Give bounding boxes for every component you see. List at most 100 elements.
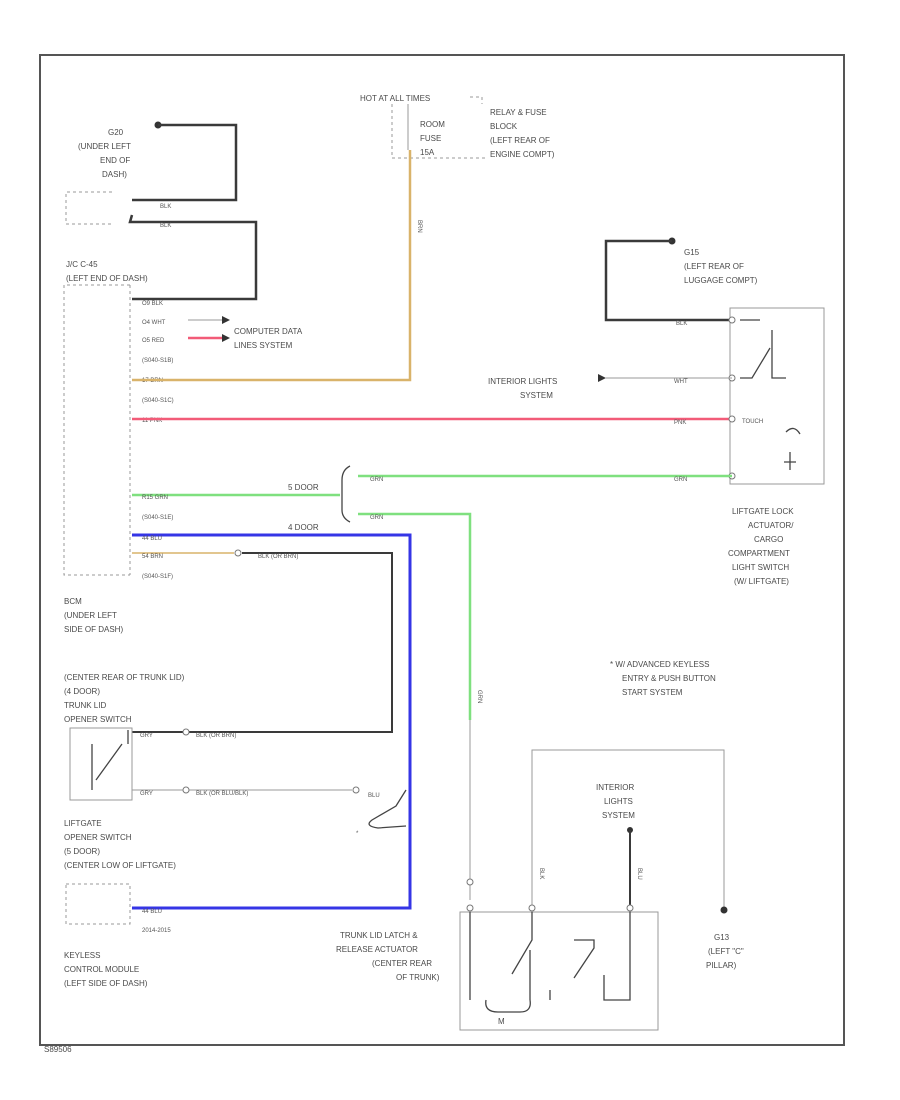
ground-g15: G15 (LEFT REAR OF LUGGAGE COMPT) BLK (604, 237, 758, 327)
relay-block-line-3: (LEFT REAR OF (490, 136, 550, 145)
interior-lights-right: WHT INTERIOR LIGHTS SYSTEM (488, 374, 732, 400)
wire-blk-bcm (132, 552, 393, 733)
fuse-label-line-3: 15A (420, 148, 435, 157)
wire-g20-ground (132, 123, 238, 202)
wire-label-d1: (S040-S1B) (142, 358, 173, 364)
liftgate-lock-line-4: COMPARTMENT (728, 549, 790, 558)
interior-lights-bottom-line-3: SYSTEM (602, 811, 635, 820)
trunk-actuator-motor: M (498, 1017, 505, 1026)
wire-g15-ground (604, 239, 732, 322)
wire-label-pink-right: PNK (674, 420, 686, 426)
junction-connector-c45: J/C C-45 (LEFT END OF DASH) O9 BLK O4 WH… (63, 260, 174, 576)
bcm-line-3: SIDE OF DASH) (64, 625, 123, 634)
note-line-1: * W/ ADVANCED KEYLESS (610, 660, 709, 669)
g13-line-3: PILLAR) (706, 961, 737, 970)
trunk-actuator-line-3: (CENTER REAR (372, 959, 432, 968)
wire-label-blu-small: BLU (368, 793, 380, 799)
trunk-switch-line-1: (CENTER REAR OF TRUNK LID) (64, 673, 185, 682)
wire-g20-to-jc (128, 214, 258, 301)
liftgate-lock-box (729, 307, 825, 485)
wire-label-d3: (S040-S1E) (142, 515, 173, 521)
wire-label-lift-gry: GRY (140, 791, 153, 797)
keyless-line-1: KEYLESS (64, 951, 100, 960)
svg-text:*: * (356, 831, 359, 837)
g13-line-1: G13 (714, 933, 730, 942)
jc-line-1: J/C C-45 (66, 260, 98, 269)
trunk-switch-line-4: OPENER SWITCH (64, 715, 132, 724)
wire-label-g15-blk: BLK (676, 321, 687, 327)
green-wires: R15 GRN 5 DOOR 4 DOOR GRN GRN GRN GRN (132, 465, 732, 900)
wire-label-grn-v: GRN (476, 690, 482, 703)
wire-label-trunk-gry: GRY (140, 733, 153, 739)
wire-label-lift-blk: BLK (OR BLU/BLK) (196, 791, 248, 797)
g20-line-1: G20 (108, 128, 124, 137)
note-line-3: START SYSTEM (622, 688, 683, 697)
wire-label-trunk-blk: BLK (OR BRN) (196, 733, 236, 739)
wire-brn-fuse (132, 150, 412, 382)
door-4-label: 4 DOOR (288, 523, 319, 532)
liftgate-lock-actuator: TOUCH LIFTGATE LOCK ACTUATOR/ CARGO COMP… (728, 307, 825, 586)
keyless-control-module: 44 BLU 2014-2015 KEYLESS CONTROL MODULE … (64, 883, 171, 988)
liftgate-switch-line-4: (CENTER LOW OF LIFTGATE) (64, 861, 176, 870)
interior-lights-right-line-2: SYSTEM (520, 391, 553, 400)
jc-line-2: (LEFT END OF DASH) (66, 274, 148, 283)
wire-label-grn-c: GRN (370, 515, 383, 521)
wire-label-blk-1: BLK (160, 204, 171, 210)
relay-block-line-2: BLOCK (490, 122, 518, 131)
wire-label-d4: (S040-S1F) (142, 574, 173, 580)
wire-label-bcm-blu: 44 BLU (142, 536, 162, 542)
interior-lights-bottom: INTERIOR LIGHTS SYSTEM G13 (LEFT "C" PIL… (531, 749, 744, 970)
keyless-line-2: CONTROL MODULE (64, 965, 139, 974)
trunk-actuator-line-2: RELEASE ACTUATOR (336, 945, 418, 954)
computer-data-line-1: COMPUTER DATA (234, 327, 303, 336)
liftgate-lock-line-1: LIFTGATE LOCK (732, 507, 794, 516)
wire-label-blk-brn: BLK (OR BRN) (258, 554, 298, 560)
touch-label: TOUCH (742, 419, 763, 425)
computer-data-line-2: LINES SYSTEM (234, 341, 293, 350)
g13-ground-point (720, 906, 728, 914)
relay-fuse-block: HOT AT ALL TIMES ROOM FUSE 15A RELAY & F… (360, 94, 555, 159)
trunk-actuator-box (459, 911, 659, 1031)
g20-line-2: (UNDER LEFT (78, 142, 131, 151)
hot-at-all-times-label: HOT AT ALL TIMES (360, 94, 430, 103)
trunk-switch-line-2: (4 DOOR) (64, 687, 100, 696)
interior-lights-right-line-1: INTERIOR LIGHTS (488, 377, 557, 386)
wire-label-act-blk: BLK (538, 868, 544, 879)
wire-label-tan-vertical: BRN (416, 220, 422, 233)
bcm-label: BCM (UNDER LEFT SIDE OF DASH) (64, 597, 123, 634)
wire-label-grn-a: GRN (370, 477, 383, 483)
wire-blu-bcm (132, 533, 412, 910)
liftgate-switch-line-3: (5 DOOR) (64, 847, 100, 856)
trunk-lid-opener-switch: (CENTER REAR OF TRUNK LID) (4 DOOR) TRUN… (64, 673, 236, 801)
note-line-2: ENTRY & PUSH BUTTON (622, 674, 716, 683)
wire-label-bcm-brn: 54 BRN (142, 554, 163, 560)
bcm-line-2: (UNDER LEFT (64, 611, 117, 620)
g15-line-2: (LEFT REAR OF (684, 262, 744, 271)
interior-lights-bottom-line-1: INTERIOR (596, 783, 634, 792)
liftgate-opener-switch-label: LIFTGATE OPENER SWITCH (5 DOOR) (CENTER … (64, 819, 176, 870)
bcm-line-1: BCM (64, 597, 82, 606)
wire-label-red: O5 RED (142, 338, 165, 344)
wire-label-grn: R15 GRN (142, 495, 168, 501)
liftgate-switch-line-1: LIFTGATE (64, 819, 102, 828)
g15-line-1: G15 (684, 248, 700, 257)
wire-label-int-wht: WHT (674, 379, 688, 385)
keyless-box (65, 883, 131, 925)
keyless-note: * W/ ADVANCED KEYLESS ENTRY & PUSH BUTTO… (610, 660, 716, 697)
liftgate-switch-line-2: OPENER SWITCH (64, 833, 132, 842)
wire-label-key-blu: 44 BLU (142, 909, 162, 915)
liftgate-opener-wires: GRY BLK (OR BLU/BLK) BLU * (132, 786, 407, 837)
g20-line-3: END OF (100, 156, 130, 165)
wire-label-grn-b: GRN (674, 477, 687, 483)
wire-label-pnk: 11 PNK (142, 418, 162, 424)
liftgate-lock-line-6: (W/ LIFTGATE) (734, 577, 789, 586)
liftgate-lock-line-5: LIGHT SWITCH (732, 563, 789, 572)
diagram-code: S89506 (44, 1045, 72, 1054)
trunk-actuator-line-4: OF TRUNK) (396, 973, 440, 982)
trunk-switch-line-3: TRUNK LID (64, 701, 106, 710)
wire-label-jc-blk: O9 BLK (142, 301, 163, 307)
liftgate-lock-line-3: CARGO (754, 535, 783, 544)
computer-data-lines: COMPUTER DATA LINES SYSTEM (188, 316, 303, 350)
interior-lights-bottom-line-2: LIGHTS (604, 797, 633, 806)
relay-block-line-1: RELAY & FUSE (490, 108, 547, 117)
